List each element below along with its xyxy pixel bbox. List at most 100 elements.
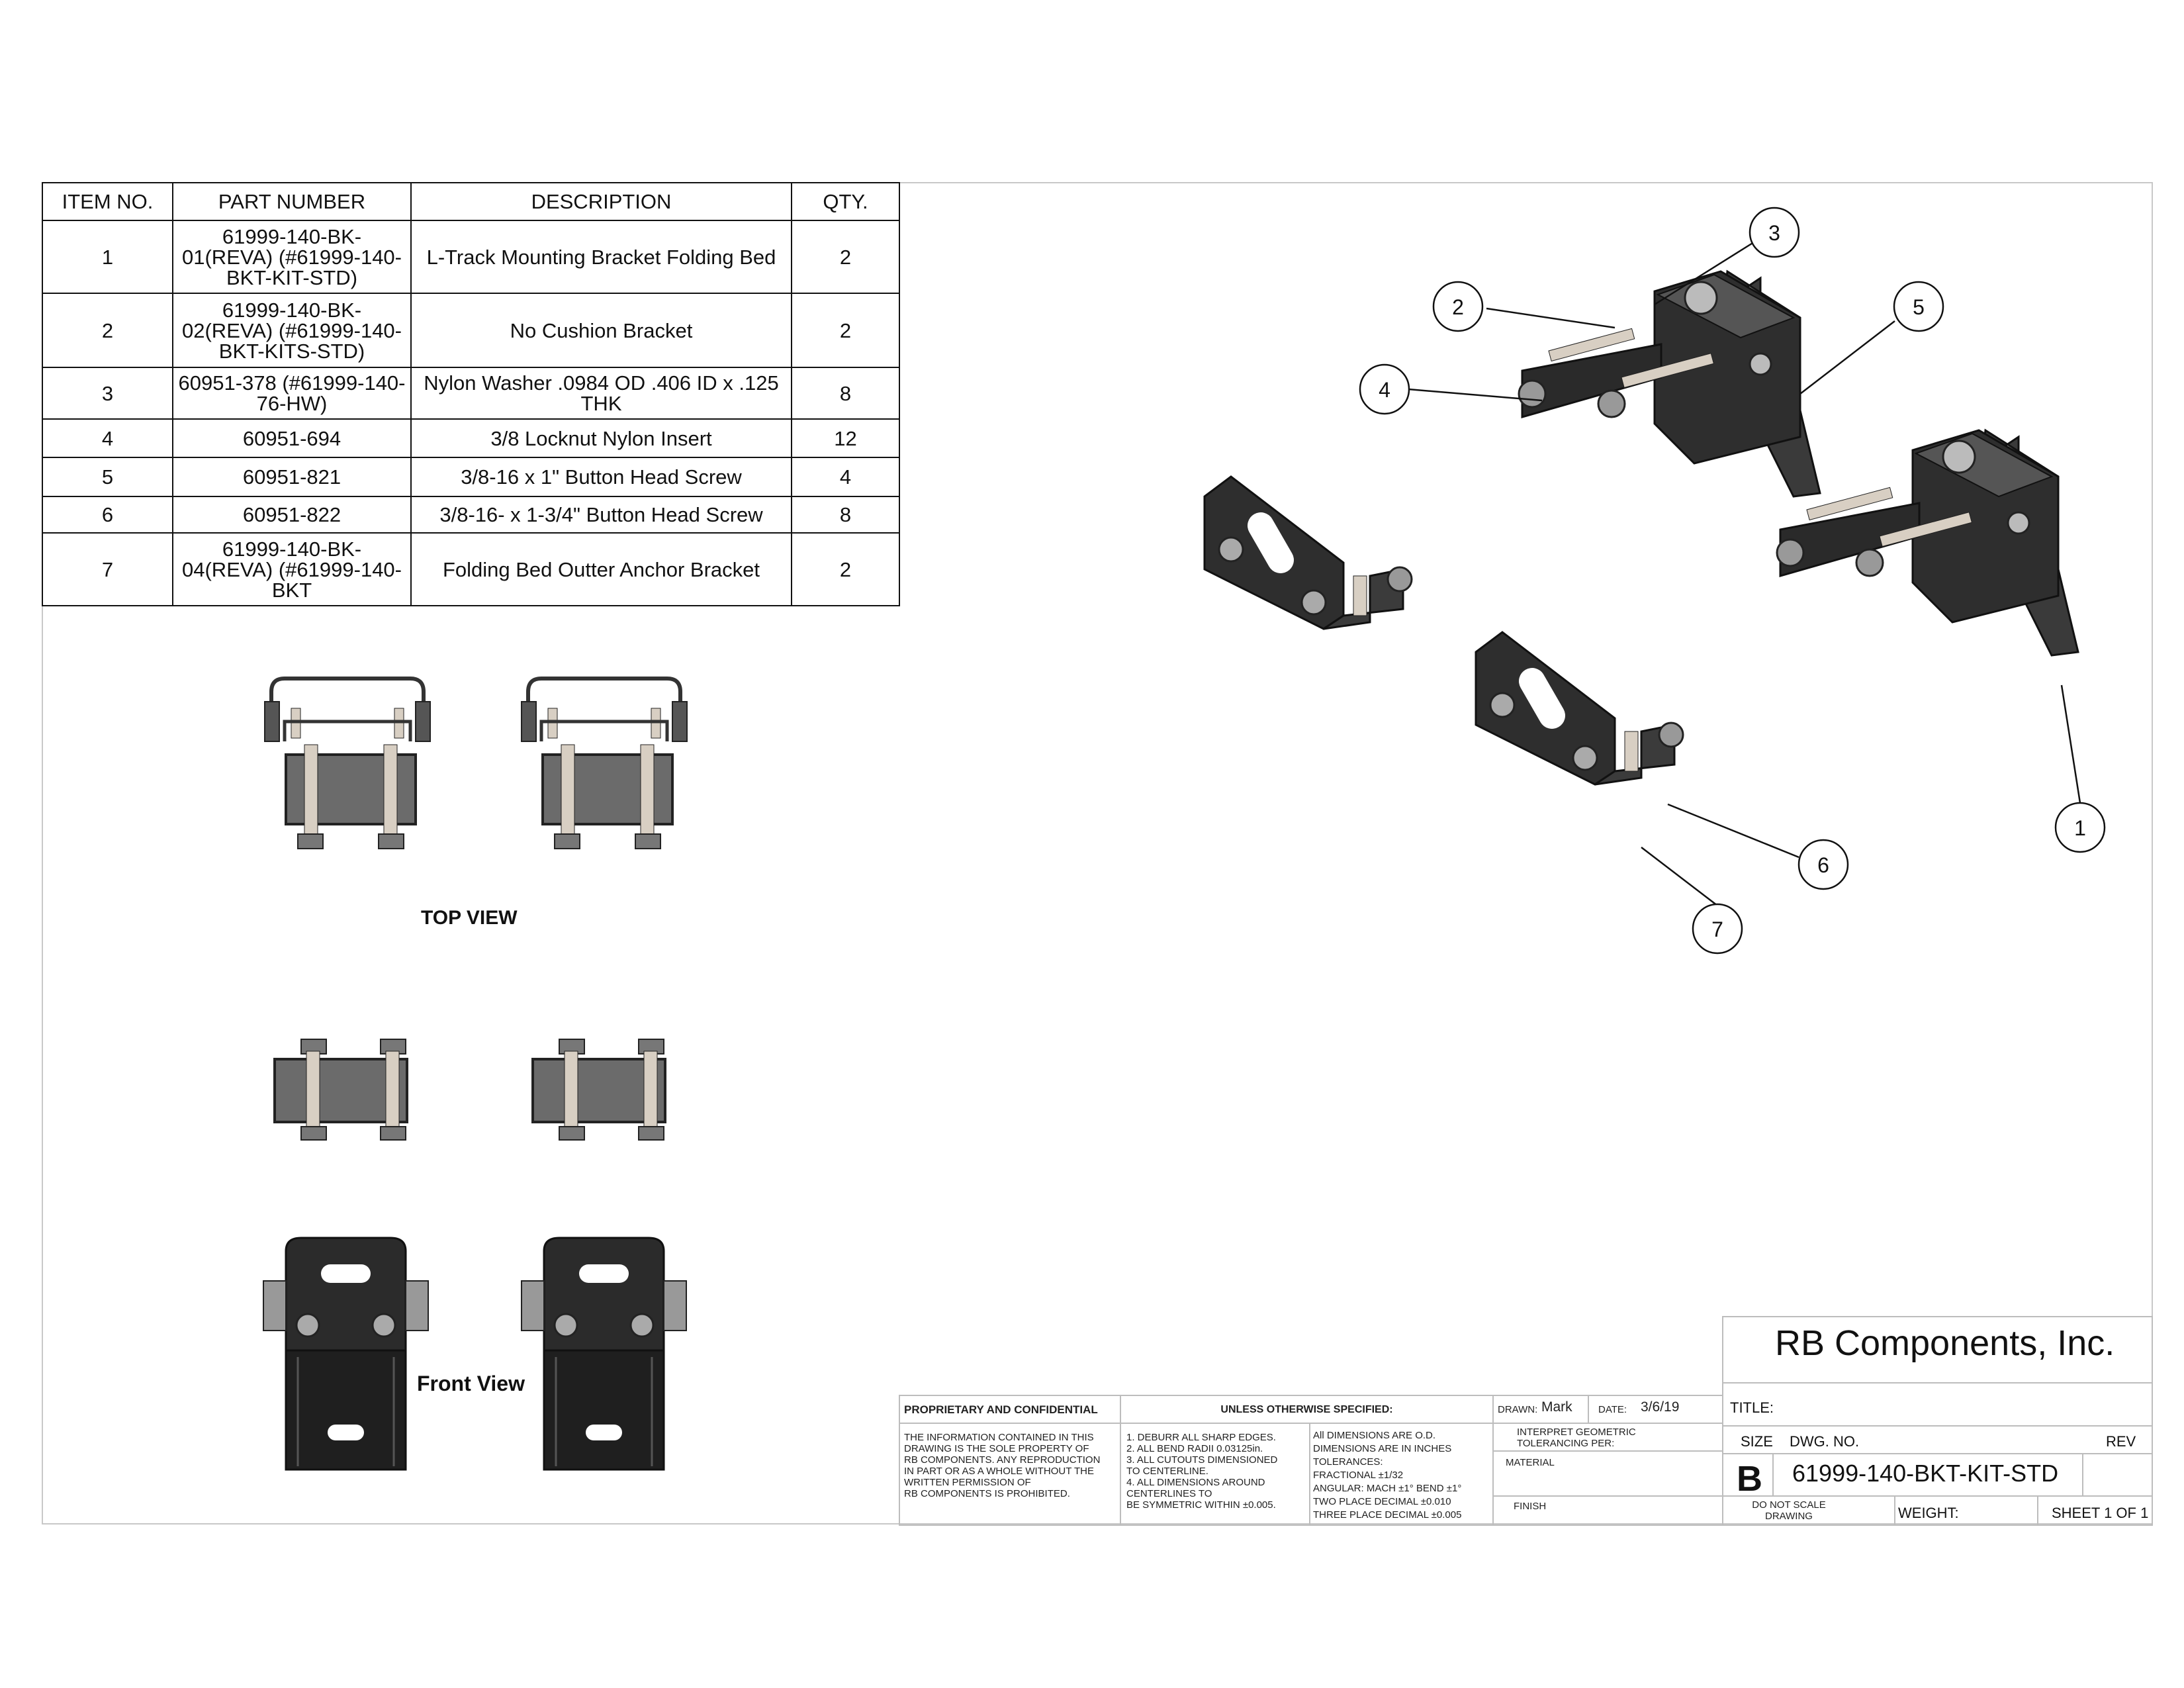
bom-description: No Cushion Bracket xyxy=(410,293,792,368)
material-cell: MATERIAL xyxy=(1492,1450,1723,1497)
do-not-scale-label: DO NOT SCALE DRAWING xyxy=(1752,1499,1826,1522)
weight-cell: WEIGHT: xyxy=(1894,1495,2038,1526)
finish-cell: FINISH xyxy=(1492,1495,1723,1526)
general-notes: 1. DEBURR ALL SHARP EDGES. 2. ALL BEND R… xyxy=(1126,1432,1278,1511)
company-cell: RB Components, Inc. xyxy=(1722,1316,2153,1383)
balloon-label-3: 3 xyxy=(1768,221,1780,245)
balloon-label-4: 4 xyxy=(1379,378,1390,402)
bom-description: L-Track Mounting Bracket Folding Bed xyxy=(410,220,792,294)
bom-description: 3/8 Locknut Nylon Insert xyxy=(410,418,792,458)
weight-label: WEIGHT: xyxy=(1898,1505,1959,1521)
balloon-label-1: 1 xyxy=(2074,816,2086,840)
rev-value-cell xyxy=(2082,1453,2153,1497)
bom-part-number: 61999-140-BK-01(REVA) (#61999-140-BKT-KI… xyxy=(172,220,412,294)
front-view-right xyxy=(520,1237,688,1471)
do-not-scale-cell: DO NOT SCALE DRAWING xyxy=(1722,1495,1895,1526)
bom-qty: 8 xyxy=(791,496,900,534)
size-value: B xyxy=(1737,1459,1762,1499)
proprietary-text-cell: THE INFORMATION CONTAINED IN THIS DRAWIN… xyxy=(899,1423,1121,1526)
isometric-bracket-1 xyxy=(1518,270,1821,498)
bom-item-no: 7 xyxy=(42,532,173,606)
date-label: DATE: xyxy=(1598,1404,1627,1415)
header-item-no: ITEM NO. xyxy=(42,182,173,221)
title-cell: TITLE: xyxy=(1722,1382,2153,1427)
proprietary-heading-cell: PROPRIETARY AND CONFIDENTIAL xyxy=(899,1395,1121,1424)
sheet-cell: SHEET 1 OF 1 xyxy=(2037,1495,2153,1526)
front-view-left xyxy=(262,1237,430,1471)
bom-part-number: 60951-821 xyxy=(172,457,412,497)
title-label: TITLE: xyxy=(1730,1399,1774,1416)
sheet-label: SHEET 1 OF 1 xyxy=(2052,1505,2149,1521)
top-view-left xyxy=(265,679,430,849)
bom-item-no: 1 xyxy=(42,220,173,294)
date-value: 3/6/19 xyxy=(1641,1399,1680,1415)
bom-qty: 2 xyxy=(791,293,900,368)
front-view-label: Front View xyxy=(417,1372,525,1395)
material-label: MATERIAL xyxy=(1506,1457,1555,1468)
balloon-label-7: 7 xyxy=(1711,917,1723,941)
bom-item-no: 6 xyxy=(42,496,173,534)
bom-qty: 2 xyxy=(791,220,900,294)
balloon-6 xyxy=(1797,839,1849,890)
drawing-border xyxy=(42,182,2153,1524)
rev-label: REV xyxy=(2106,1433,2136,1450)
drawn-value: Mark xyxy=(1541,1399,1572,1415)
side-view-left xyxy=(273,1038,408,1141)
balloon-7 xyxy=(1692,903,1743,955)
bom-description: Nylon Washer .0984 OD .406 ID x .125 THK xyxy=(410,367,792,420)
top-view-right xyxy=(522,679,687,849)
date-cell: DATE: 3/6/19 xyxy=(1588,1395,1723,1424)
isometric-anchor-1 xyxy=(1203,475,1413,630)
tolerances-cell: All DIMENSIONS ARE O.D. DIMENSIONS ARE I… xyxy=(1309,1423,1494,1526)
finish-label: FINISH xyxy=(1514,1501,1547,1512)
bom-qty: 8 xyxy=(791,367,900,420)
isometric-anchor-2 xyxy=(1475,631,1684,786)
size-value-cell: B xyxy=(1722,1453,1774,1499)
dwg-no-label: DWG. NO. xyxy=(1790,1433,1860,1450)
balloon-label-5: 5 xyxy=(1913,295,1925,319)
bom-part-number: 61999-140-BK-04(REVA) (#61999-140-BKT xyxy=(172,532,412,606)
balloon-label-2: 2 xyxy=(1452,295,1464,319)
bom-qty: 2 xyxy=(791,532,900,606)
header-part-number: PART NUMBER xyxy=(172,182,412,221)
bom-item-no: 5 xyxy=(42,457,173,497)
size-label: SIZE xyxy=(1741,1433,1773,1450)
bom-part-number: 60951-822 xyxy=(172,496,412,534)
proprietary-heading: PROPRIETARY AND CONFIDENTIAL xyxy=(904,1403,1098,1416)
unless-specified-heading: UNLESS OTHERWISE SPECIFIED: xyxy=(1220,1404,1393,1415)
bom-part-number: 61999-140-BK-02(REVA) (#61999-140-BKT-KI… xyxy=(172,293,412,368)
bom-qty: 4 xyxy=(791,457,900,497)
bom-description: 3/8-16- x 1-3/4" Button Head Screw xyxy=(410,496,792,534)
bom-item-no: 3 xyxy=(42,367,173,420)
unless-specified-cell: UNLESS OTHERWISE SPECIFIED: xyxy=(1120,1395,1494,1424)
bom-item-no: 2 xyxy=(42,293,173,368)
notes-cell: 1. DEBURR ALL SHARP EDGES. 2. ALL BEND R… xyxy=(1120,1423,1310,1526)
interpret-label: INTERPRET GEOMETRIC TOLERANCING PER: xyxy=(1517,1427,1636,1449)
balloon-2 xyxy=(1432,281,1484,332)
tolerances-text: All DIMENSIONS ARE O.D. DIMENSIONS ARE I… xyxy=(1313,1430,1462,1521)
top-view-label: TOP VIEW xyxy=(421,907,518,929)
balloon-3 xyxy=(1749,207,1800,258)
side-view-right xyxy=(531,1038,666,1141)
drawn-label: DRAWN: xyxy=(1498,1404,1538,1415)
balloon-1 xyxy=(2054,802,2106,853)
header-qty: QTY. xyxy=(791,182,900,221)
bom-qty: 12 xyxy=(791,418,900,458)
bom-part-number: 60951-694 xyxy=(172,418,412,458)
bom-description: 3/8-16 x 1" Button Head Screw xyxy=(410,457,792,497)
balloon-leaders xyxy=(1408,241,2081,906)
dwg-no-cell: 61999-140-BKT-KIT-STD xyxy=(1772,1453,2083,1497)
company-name: RB Components, Inc. xyxy=(1775,1323,2115,1363)
drawn-cell: DRAWN: Mark xyxy=(1492,1395,1589,1424)
bom-part-number: 60951-378 (#61999-140-76-HW) xyxy=(172,367,412,420)
bom-item-no: 4 xyxy=(42,418,173,458)
